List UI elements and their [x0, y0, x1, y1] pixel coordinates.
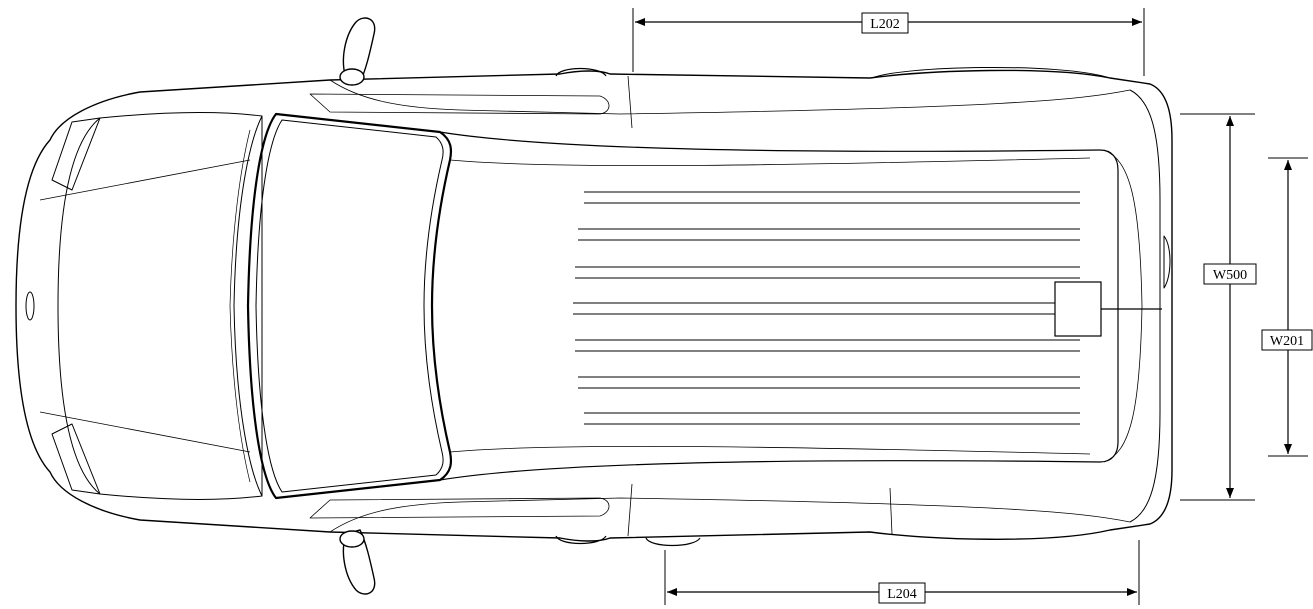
dimension-lines — [632, 8, 1308, 605]
wheel-rear-bottom — [645, 537, 701, 547]
roof-edge-top — [449, 157, 1091, 167]
front-emblem — [25, 291, 35, 321]
w201-label: W201 — [1270, 334, 1304, 349]
l202-label: L202 — [870, 17, 900, 32]
dimension-label-w500: W500 — [1203, 263, 1257, 285]
roof-outline — [439, 131, 1119, 481]
dimension-label-l204: L204 — [878, 582, 926, 604]
windshield — [246, 112, 453, 500]
side-strip-bottom — [329, 497, 1131, 533]
rear-handle — [1163, 235, 1171, 289]
dimension-label-w201: W201 — [1261, 329, 1313, 351]
wheel-rear-top — [871, 66, 1111, 79]
mirror-bottom — [339, 529, 376, 595]
rear-panel — [1129, 89, 1161, 523]
l204-label: L204 — [887, 587, 917, 602]
hood-outline — [57, 112, 263, 500]
door-line-bottom — [627, 483, 633, 537]
hood-line-bottom — [39, 411, 251, 453]
w500-label: W500 — [1213, 268, 1247, 283]
windshield-inner — [255, 119, 444, 493]
slide-door-line — [889, 487, 893, 535]
wheel-front-top — [555, 67, 607, 77]
hood-line-top — [39, 159, 251, 201]
side-strip-top-2 — [309, 93, 610, 115]
body-outline — [15, 69, 1173, 542]
door-line-top — [627, 75, 633, 129]
wheel-front-bottom — [555, 535, 607, 545]
roof-edge-bottom — [449, 445, 1091, 455]
side-strip-top — [329, 79, 1131, 115]
roof-antenna-box — [1054, 281, 1162, 337]
roof-ribs — [573, 191, 1080, 425]
dimension-label-l202: L202 — [861, 12, 909, 34]
rear-panel-inner — [1103, 149, 1143, 463]
headlight-bottom — [51, 423, 101, 495]
vehicle-body — [15, 66, 1173, 547]
mirror-top — [339, 17, 376, 86]
side-strip-bottom-2 — [309, 497, 610, 519]
cowl-inner — [229, 129, 251, 483]
headlight-top — [51, 117, 101, 191]
cowl-outline — [233, 115, 263, 497]
